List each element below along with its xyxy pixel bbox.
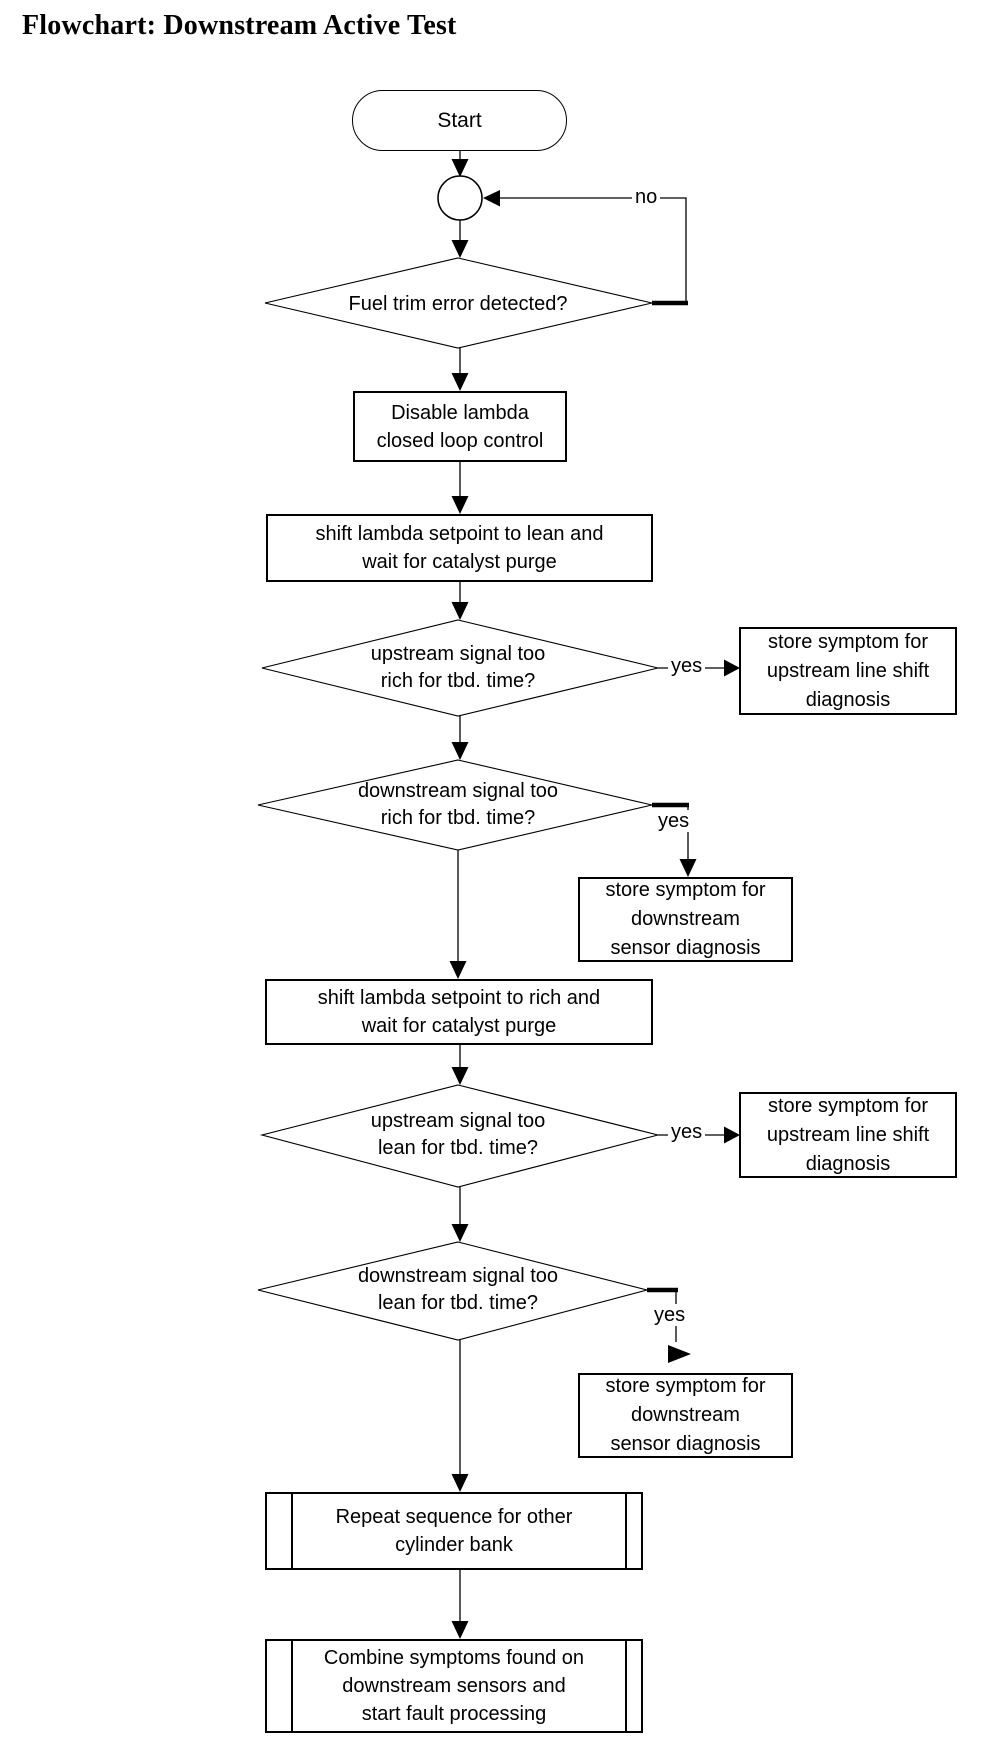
arrow-down-icon: [451, 1224, 469, 1242]
arrow-down-icon: [451, 496, 469, 514]
arrow-down-icon: [451, 602, 469, 620]
arrow-left-icon: [483, 190, 500, 207]
arrow-down-icon: [451, 240, 469, 258]
decision-downstream-lean-label: downstream signal too lean for tbd. time…: [357, 1265, 559, 1314]
predefined-bar: [625, 1640, 627, 1732]
edge-label-yes-upstream-lean: yes: [668, 1121, 706, 1143]
page-title: Flowchart: Downstream Active Test: [22, 10, 457, 41]
process-shift-lean: shift lambda setpoint to lean and wait f…: [266, 514, 653, 582]
arrow-down-icon: [451, 1621, 469, 1639]
decision-upstream-rich-label: upstream signal too rich for tbd. time?: [370, 643, 546, 692]
arrow-right-icon: [724, 1126, 740, 1144]
decision-upstream-rich-shape: [261, 619, 659, 717]
arrow-down-icon: [679, 859, 697, 877]
edge-label-yes-downstream-lean: yes: [651, 1304, 689, 1326]
process-disable-lambda: Disable lambda closed loop control: [353, 391, 567, 462]
decision-upstream-lean-label: upstream signal too lean for tbd. time?: [370, 1110, 546, 1159]
store-upstream-shift-box-1: store symptom for upstream line shift di…: [739, 627, 957, 715]
predefined-bar: [291, 1640, 293, 1732]
arrow-down-icon: [451, 1067, 469, 1085]
arrow-right-icon: [724, 659, 740, 677]
edge-label-yes-upstream-rich: yes: [668, 655, 706, 677]
arrow-down-icon: [451, 1474, 469, 1492]
predefined-repeat-sequence: Repeat sequence for other cylinder bank: [265, 1492, 643, 1570]
arrow-down-icon: [451, 373, 469, 391]
predefined-bar: [291, 1493, 293, 1569]
arrow-down-icon: [449, 961, 467, 979]
arrow-right-icon: [668, 1345, 691, 1363]
decision-upstream-lean-shape: [259, 1084, 659, 1188]
process-shift-rich: shift lambda setpoint to rich and wait f…: [265, 979, 653, 1045]
decision-downstream-rich-label: downstream signal too rich for tbd. time…: [357, 780, 559, 829]
predefined-bar: [625, 1493, 627, 1569]
edge-label-yes-downstream-rich: yes: [655, 810, 693, 832]
arrow-down-icon: [451, 742, 469, 760]
decision-downstream-rich-shape: [257, 759, 653, 851]
predefined-combine-symptoms: Combine symptoms found on downstream sen…: [265, 1639, 643, 1733]
store-downstream-sensor-box-2: store symptom for downstream sensor diag…: [578, 1373, 793, 1458]
edge-label-no: no: [632, 186, 661, 208]
decision-fuel-trim-shape: [264, 257, 653, 349]
arrow-down-icon: [451, 159, 469, 177]
start-terminator: Start: [352, 90, 567, 151]
loop-junction-circle: [437, 175, 483, 221]
store-upstream-shift-box-2: store symptom for upstream line shift di…: [739, 1092, 957, 1178]
arrowhead-icons: [449, 159, 740, 1639]
thick-stub-lines: [647, 300, 689, 1293]
predefined-combine-symptoms-label: Combine symptoms found on downstream sen…: [323, 1647, 585, 1725]
decision-downstream-lean-shape: [257, 1241, 650, 1341]
predefined-repeat-sequence-label: Repeat sequence for other cylinder bank: [335, 1506, 573, 1556]
decision-shapes: [257, 175, 659, 1341]
decision-fuel-trim-label: Fuel trim error detected?: [348, 293, 568, 315]
store-downstream-sensor-box-1: store symptom for downstream sensor diag…: [578, 877, 793, 962]
